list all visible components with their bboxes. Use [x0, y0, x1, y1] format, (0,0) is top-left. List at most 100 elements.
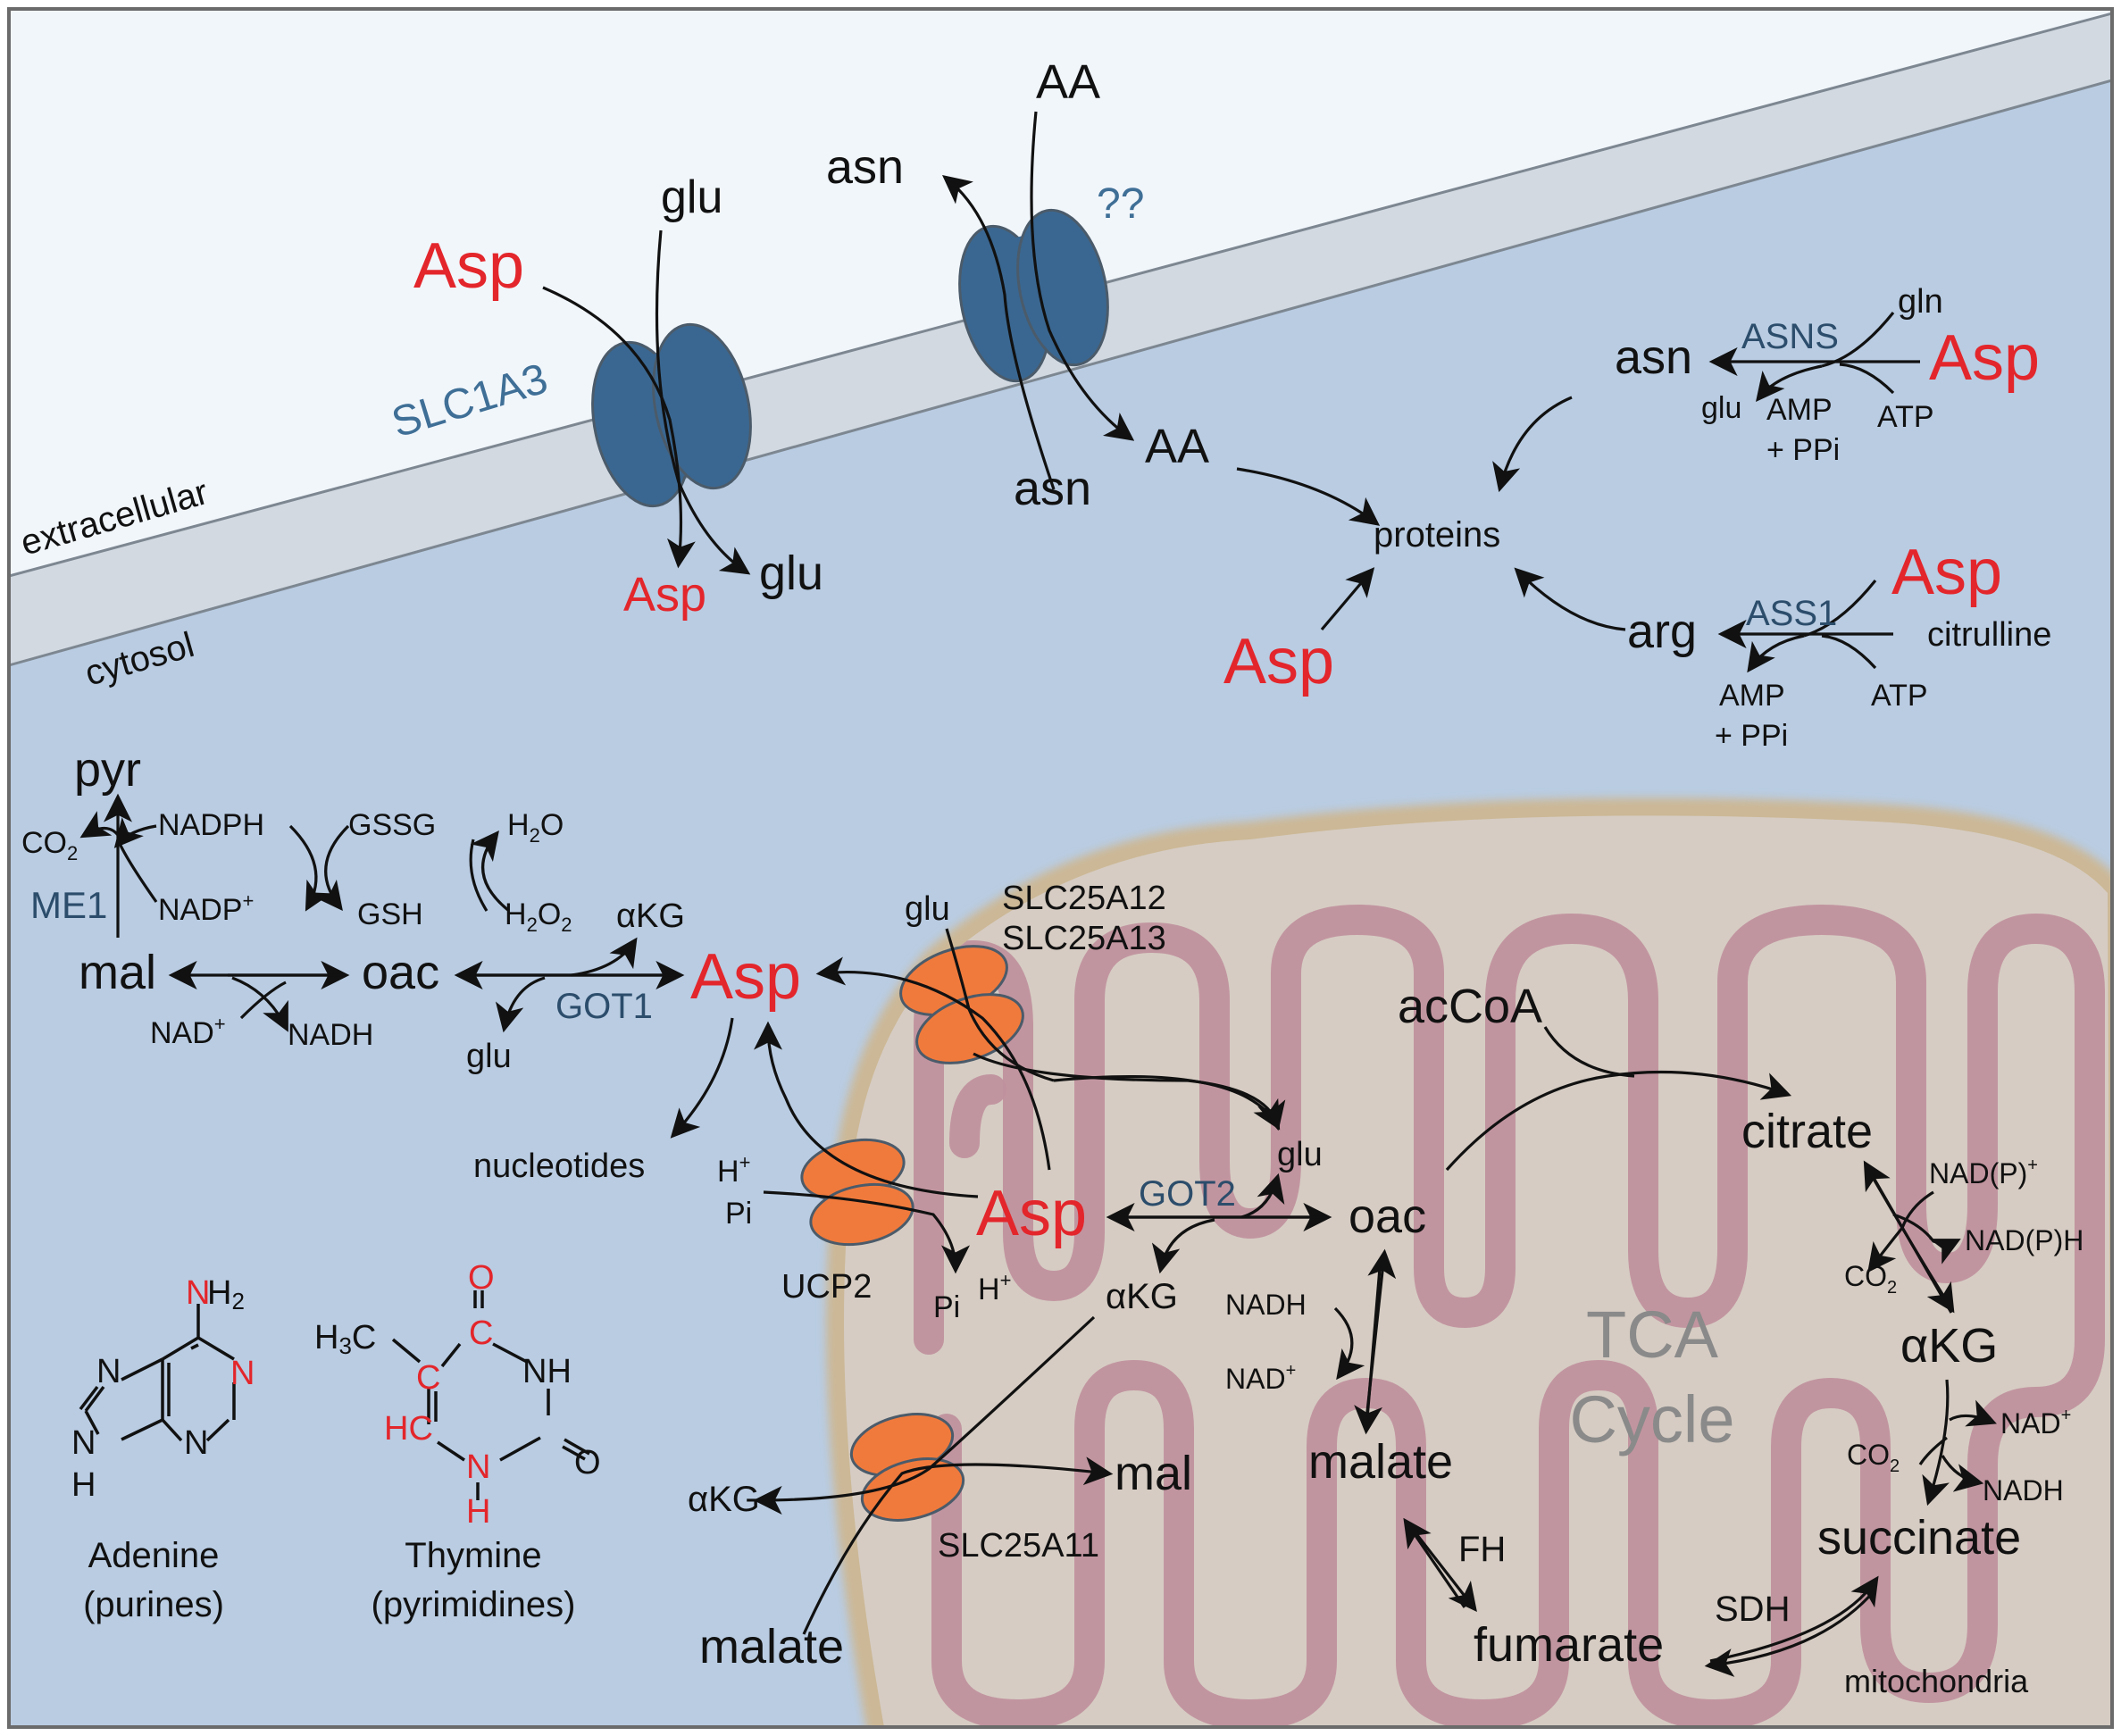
- glu-mitochondria: glu: [1277, 1136, 1323, 1173]
- proteins: proteins: [1374, 515, 1500, 555]
- svg-text:HC: HC: [384, 1410, 433, 1448]
- svg-text:N: N: [184, 1424, 208, 1462]
- svg-text:NH: NH: [522, 1353, 572, 1390]
- slc25a11-transporter: [849, 1413, 965, 1522]
- glu-got1: glu: [466, 1038, 512, 1075]
- adenine-structure: N H2 N N N N H: [71, 1274, 255, 1504]
- asp-extracellular: Asp: [413, 230, 524, 302]
- svg-text:N: N: [466, 1448, 490, 1486]
- nadp-plus-tca: NAD(P)+: [1929, 1156, 2038, 1189]
- ppi-asns: + PPi: [1766, 433, 1840, 467]
- slc25a13-label: SLC25A13: [1002, 920, 1166, 957]
- citrate: citrate: [1741, 1105, 1873, 1158]
- svg-text:H: H: [466, 1493, 490, 1531]
- nad-plus-tca: NAD+: [2000, 1406, 2071, 1440]
- amp-ass1: AMP: [1719, 679, 1785, 713]
- slc1a3-transporter: [591, 322, 752, 508]
- asp-imported: Asp: [623, 568, 706, 622]
- co2-tca-2: CO2: [1847, 1439, 1900, 1476]
- svg-text:O: O: [468, 1259, 495, 1297]
- citrulline: citrulline: [1927, 616, 2051, 654]
- pi-right: Pi: [933, 1290, 960, 1324]
- glu-slc25a12-13: glu: [905, 890, 950, 928]
- mitochondria-cristae-lower: [949, 1074, 1006, 1158]
- mitochondria-label: mitochondria: [1844, 1663, 2029, 1699]
- slc25a12-label: SLC25A12: [1002, 880, 1166, 917]
- nadph: NADPH: [158, 808, 264, 842]
- h-plus-right: H+: [978, 1269, 1011, 1306]
- svg-text:H3C: H3C: [314, 1319, 376, 1359]
- glu-asns-product: glu: [1701, 391, 1741, 425]
- pi-left: Pi: [725, 1197, 752, 1231]
- asp-mitochondria: Asp: [976, 1178, 1087, 1249]
- akg-tca: αKG: [1900, 1319, 1998, 1373]
- got1-label: GOT1: [555, 987, 653, 1026]
- nadh-mitochondria: NADH: [1225, 1289, 1307, 1321]
- tca-cycle-title-2: Cycle: [1569, 1382, 1734, 1456]
- asn-synthesized: asn: [1615, 330, 1692, 384]
- gssg: GSSG: [348, 808, 436, 842]
- atp-asns: ATP: [1877, 400, 1934, 434]
- ucp2-label: UCP2: [781, 1268, 872, 1306]
- mitochondrion: [826, 797, 2112, 1727]
- amp-asns: AMP: [1766, 393, 1833, 427]
- adenine-class: (purines): [83, 1585, 224, 1624]
- slc25a12-13-transporter: [899, 945, 1024, 1064]
- h2o: H2O: [507, 808, 564, 847]
- nucleotides: nucleotides: [473, 1148, 645, 1185]
- svg-text:N: N: [230, 1355, 255, 1392]
- pyr: pyr: [74, 743, 141, 797]
- asn-exported: asn: [826, 140, 904, 194]
- asn-intracellular: asn: [1014, 462, 1091, 515]
- atp-ass1: ATP: [1871, 679, 1928, 713]
- nadp-plus: NADP+: [158, 889, 254, 927]
- unknown-transporter-label: ??: [1097, 180, 1144, 228]
- svg-text:N: N: [186, 1274, 210, 1312]
- slc25a11-label: SLC25A11: [938, 1527, 1099, 1565]
- oac-mitochondria: oac: [1349, 1189, 1426, 1243]
- nad-plus-cytosol: NAD+: [150, 1013, 226, 1050]
- reaction-arrows: [79, 111, 1997, 1677]
- svg-text:C: C: [469, 1315, 493, 1352]
- akg-exported: αKG: [688, 1480, 760, 1519]
- co2-tca-1: CO2: [1844, 1260, 1897, 1298]
- ass1-label: ASS1: [1746, 594, 1837, 633]
- succinate: succinate: [1817, 1511, 2021, 1565]
- ppi-ass1: + PPi: [1715, 719, 1788, 753]
- aa-imported: AA: [1145, 420, 1209, 473]
- gln: gln: [1898, 283, 1943, 321]
- svg-text:O: O: [574, 1444, 601, 1481]
- asp-to-proteins: Asp: [1223, 626, 1334, 697]
- ucp2-transporter: [800, 1138, 914, 1247]
- svg-text:N: N: [96, 1353, 121, 1390]
- got2-label: GOT2: [1139, 1174, 1236, 1214]
- glu-exported: glu: [759, 547, 823, 600]
- thymine-class: (pyrimidines): [372, 1585, 576, 1624]
- h2o2: H2O2: [505, 897, 572, 936]
- tca-cycle-title-1: TCA: [1586, 1298, 1719, 1372]
- oac-cytosol: oac: [362, 946, 439, 999]
- me1-label: ME1: [30, 884, 107, 926]
- sdh-label: SDH: [1715, 1590, 1790, 1629]
- mitochondria-cristae: [914, 905, 2105, 1727]
- co2-me1: CO2: [21, 826, 78, 864]
- arg: arg: [1627, 605, 1697, 658]
- akg-cytosol: αKG: [616, 897, 685, 935]
- glu-extracellular: glu: [661, 171, 722, 223]
- gsh: GSH: [357, 897, 423, 931]
- aa-extracellular: AA: [1036, 55, 1100, 109]
- fumarate: fumarate: [1474, 1618, 1664, 1672]
- svg-text:C: C: [416, 1359, 440, 1397]
- adenine-name: Adenine: [88, 1536, 220, 1575]
- asp-asns-substrate: Asp: [1929, 322, 2040, 394]
- malate-mitochondria: malate: [1308, 1435, 1453, 1489]
- svg-text:H2: H2: [207, 1274, 245, 1315]
- nadh-tca: NADH: [1983, 1474, 2064, 1506]
- svg-text:N: N: [71, 1424, 96, 1462]
- nadh-cytosol: NADH: [288, 1018, 373, 1052]
- h-plus-left: H+: [717, 1151, 750, 1189]
- thymine-name: Thymine: [405, 1536, 541, 1575]
- asns-label: ASNS: [1741, 317, 1839, 356]
- akg-mitochondria: αKG: [1106, 1277, 1178, 1316]
